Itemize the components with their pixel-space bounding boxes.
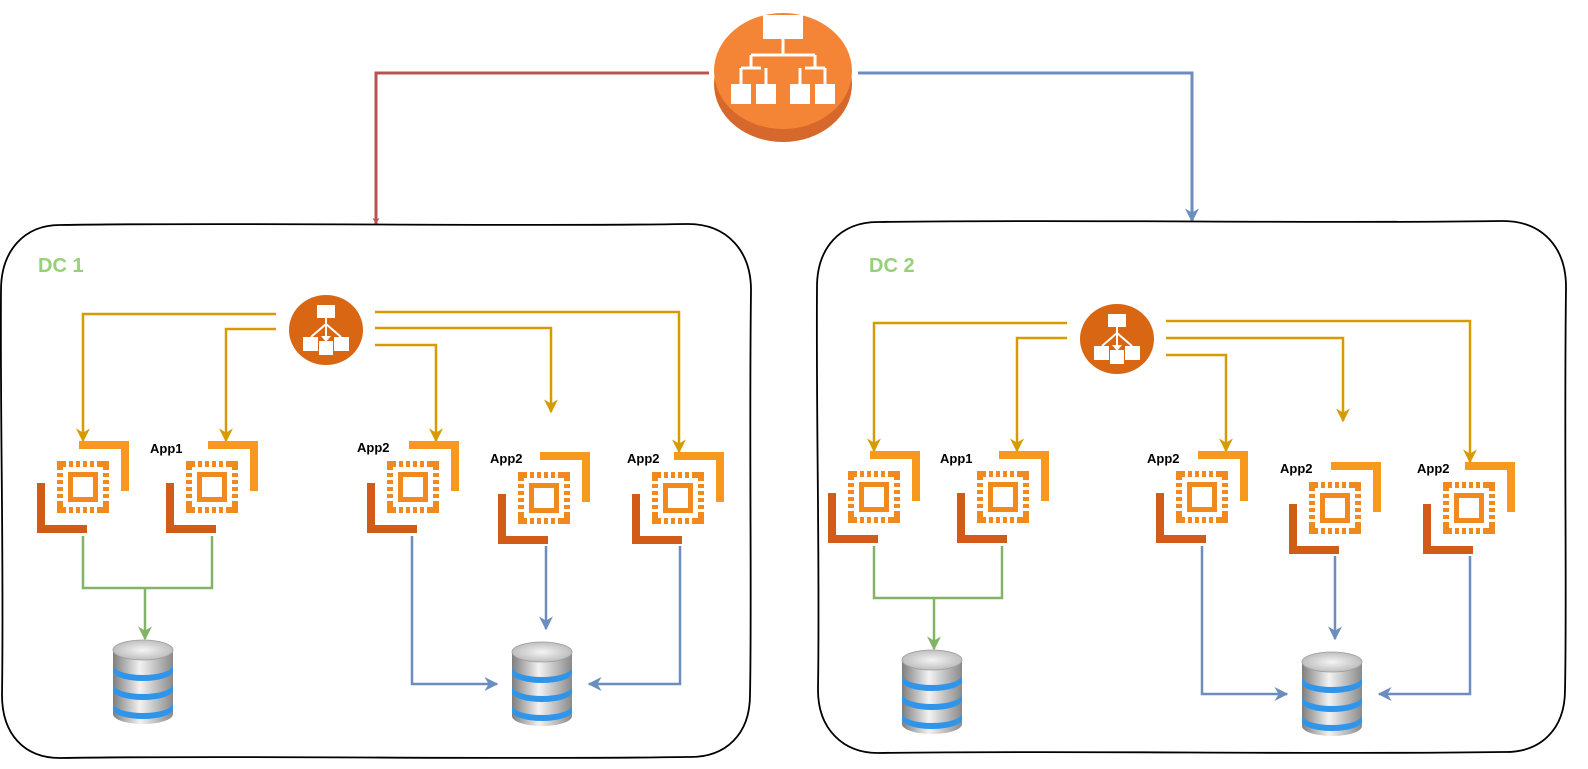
database-icon <box>1301 651 1363 737</box>
dc2-app2-label-a: App2 <box>1147 451 1180 466</box>
dc1-lb-link-1 <box>76 312 276 443</box>
dc2-lb-link-4 <box>1166 336 1350 423</box>
dc2-lb-link-3 <box>1166 353 1233 453</box>
dc2-db-link-app1 <box>872 546 1004 600</box>
dc2-lb-link-2 <box>1010 336 1067 453</box>
dc2-lb-link-1 <box>867 321 1067 453</box>
dc1-db-link-app1 <box>81 536 214 590</box>
dc1-app2-label-a: App2 <box>357 440 390 455</box>
dc2-lb-link-5 <box>1166 319 1477 464</box>
dc2-app1-label: App1 <box>940 451 973 466</box>
ec2-instance-icon <box>37 441 129 533</box>
dc1-title: DC 1 <box>38 255 84 277</box>
dc1-db-link-app2-right <box>587 546 682 691</box>
dc2-title: DC 2 <box>869 255 915 277</box>
dc1-lb-link-4 <box>375 326 558 414</box>
load-balancer-icon <box>288 294 364 366</box>
dc1-app2-label-c: App2 <box>627 451 660 466</box>
database-icon <box>112 639 174 725</box>
datacenter-2: DC 2 App1 App2 App2 App2 <box>815 220 1567 754</box>
datacenter-1: DC 1 App1 App2 App2 App2 <box>0 223 752 759</box>
dc2-db-link-app2-right <box>1377 556 1472 701</box>
dc1-lb-link-3 <box>375 343 443 443</box>
dc2-db-link-app2-left <box>1200 546 1289 701</box>
dc1-app1-label: App1 <box>150 441 183 456</box>
ec2-instance-icon <box>828 451 920 543</box>
dc1-boundary <box>0 223 752 759</box>
route-to-dc2 <box>858 71 1199 223</box>
database-icon <box>901 649 963 735</box>
database-icon <box>511 641 573 727</box>
dc1-lb-link-2 <box>219 327 276 443</box>
dc1-app2-label-b: App2 <box>490 451 523 466</box>
elastic-load-balancer-icon <box>714 13 852 142</box>
dc2-app2-label-c: App2 <box>1417 461 1450 476</box>
dc1-lb-link-5 <box>375 310 686 454</box>
dc2-boundary <box>815 220 1567 754</box>
route-to-dc1 <box>372 71 709 225</box>
dc2-app2-label-b: App2 <box>1280 461 1313 476</box>
load-balancer-icon <box>1079 303 1155 375</box>
dc1-db-link-app2-left <box>410 536 499 691</box>
